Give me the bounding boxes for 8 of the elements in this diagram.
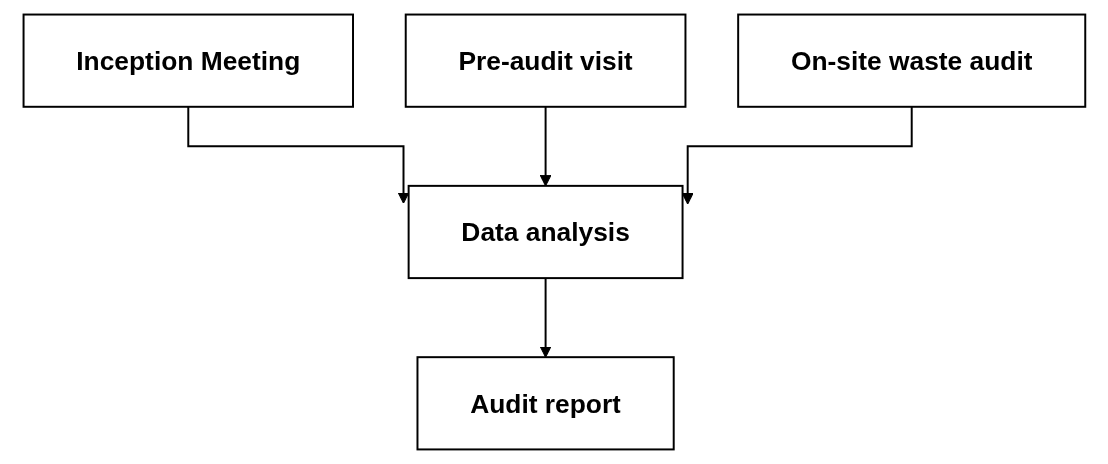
node-box: Audit report — [416, 356, 675, 451]
arrow — [539, 277, 551, 358]
arrow — [539, 105, 551, 187]
node-box: Inception Meeting — [22, 13, 354, 108]
node-box: Data analysis — [407, 184, 684, 280]
node-box: Pre-audit visit — [404, 13, 687, 108]
node-box: On-site waste audit — [736, 13, 1086, 108]
arrow — [186, 105, 409, 204]
